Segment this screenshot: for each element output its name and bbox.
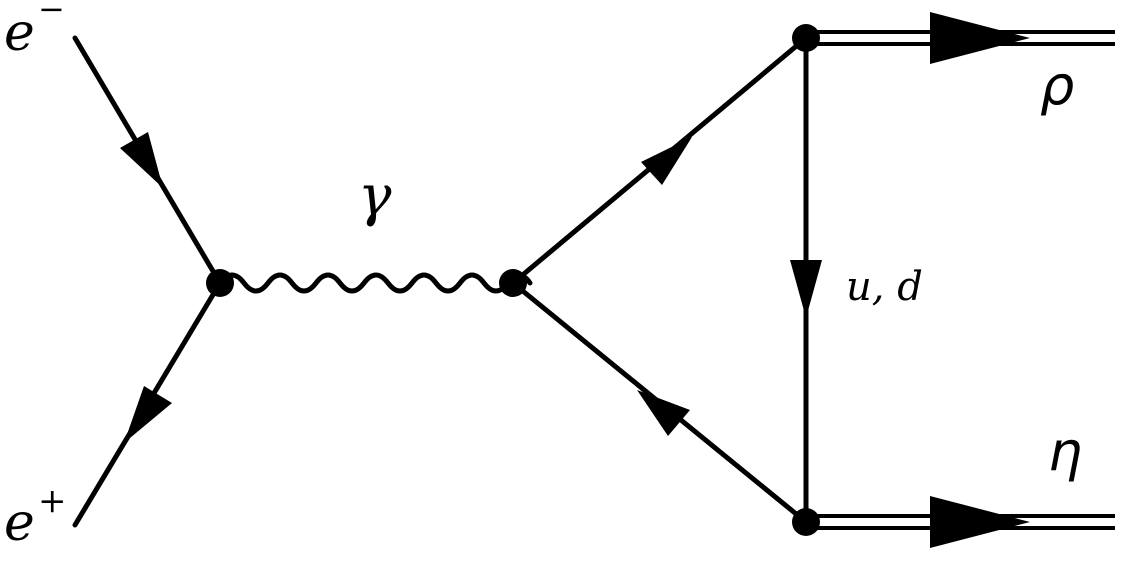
exchange-quark-arrow bbox=[790, 260, 822, 318]
upper-quark-arrow bbox=[641, 137, 692, 185]
vertex-left bbox=[206, 269, 234, 297]
quark-label: u, d bbox=[846, 264, 923, 310]
lower-quark-arrow bbox=[637, 390, 690, 436]
rho-label: ρ bbox=[1040, 54, 1074, 117]
eta-arrow bbox=[930, 496, 1030, 548]
eta-label: η bbox=[1048, 420, 1082, 483]
photon-line bbox=[217, 272, 533, 294]
positron-arrow bbox=[124, 386, 172, 443]
vertex-middle bbox=[499, 269, 527, 297]
positron-charge-label: + bbox=[38, 481, 67, 521]
positron-label: e bbox=[4, 493, 35, 553]
electron-charge-label: − bbox=[38, 0, 65, 28]
photon-label: γ bbox=[358, 164, 392, 229]
vertex-top bbox=[792, 24, 820, 52]
electron-label: e bbox=[4, 3, 35, 63]
vertex-bottom bbox=[792, 508, 820, 536]
rho-arrow bbox=[930, 12, 1030, 64]
electron-arrow bbox=[120, 132, 163, 188]
